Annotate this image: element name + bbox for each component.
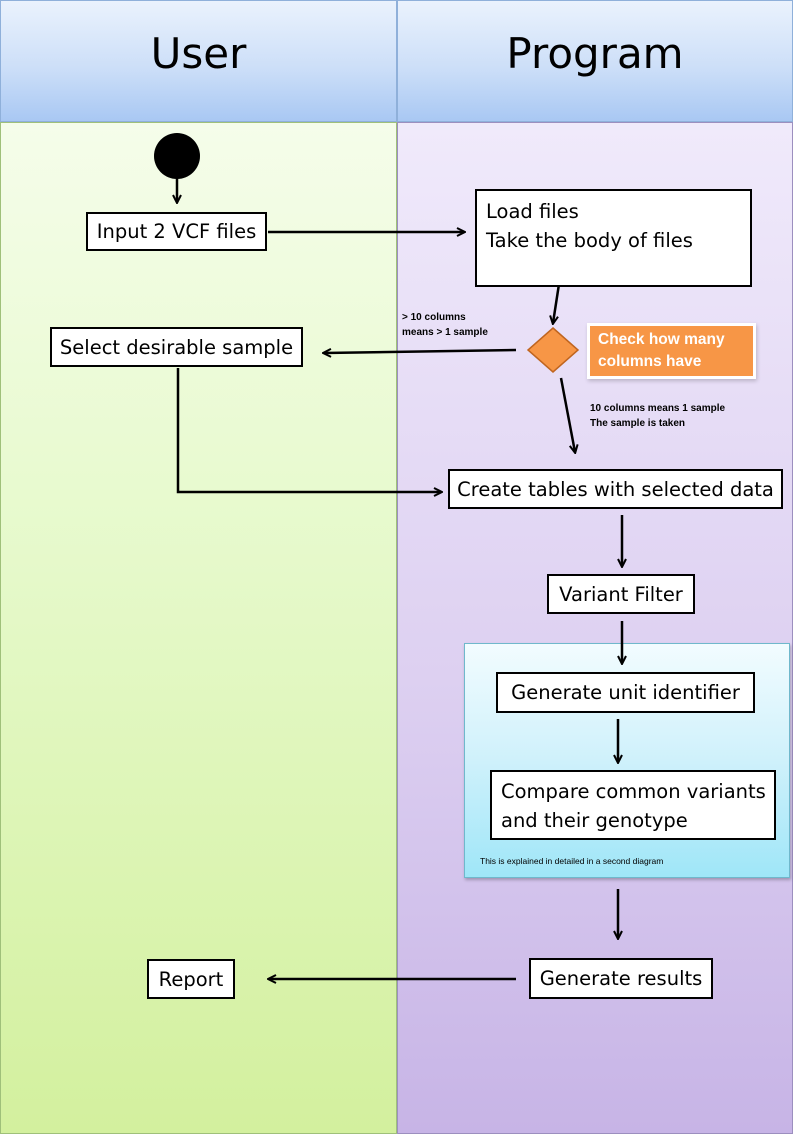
- compare-label-2: and their genotype: [501, 809, 688, 832]
- report-label: Report: [158, 967, 224, 991]
- load-files-label: Load files: [486, 200, 579, 223]
- program-lane-title: Program: [506, 29, 684, 78]
- select-sample-label: Select desirable sample: [59, 335, 294, 359]
- take-body-label: Take the body of files: [486, 229, 693, 252]
- start-node-icon: [154, 133, 200, 179]
- check-columns-callout: Check how many columns have: [590, 326, 753, 376]
- decision-diamond-icon: [526, 327, 580, 373]
- user-lane-title: User: [150, 29, 247, 78]
- input-vcf-label: Input 2 VCF files: [96, 220, 257, 243]
- more-columns-note: > 10 columns means > 1 sample: [402, 312, 488, 338]
- select-sample-box: Select desirable sample: [50, 327, 303, 367]
- generate-uid-box: Generate unit identifier: [496, 672, 755, 713]
- input-vcf-box: Input 2 VCF files: [86, 212, 267, 251]
- arrow-select-to-create: [176, 368, 441, 492]
- create-tables-label: Create tables with selected data: [457, 477, 774, 501]
- generate-uid-label: Generate unit identifier: [511, 681, 740, 704]
- report-box: Report: [147, 959, 235, 999]
- ten-columns-note: 10 columns means 1 sample The sample is …: [590, 403, 726, 429]
- create-tables-box: Create tables with selected data: [448, 469, 783, 509]
- user-lane-header: User: [0, 0, 397, 122]
- generate-results-box: Generate results: [529, 958, 713, 999]
- variant-filter-box: Variant Filter: [547, 574, 695, 614]
- load-files-box: Load files Take the body of files: [475, 189, 752, 287]
- group-note: This is explained in detailed in a secon…: [480, 856, 664, 866]
- arrow-decision-to-select: [324, 350, 517, 353]
- generate-results-label: Generate results: [539, 967, 703, 990]
- arrow-decision-to-create: [559, 377, 575, 452]
- compare-label-1: Compare common variants: [501, 780, 766, 803]
- variant-filter-label: Variant Filter: [559, 582, 683, 606]
- program-lane-header: Program: [397, 0, 793, 122]
- compare-variants-box: Compare common variants and their genoty…: [490, 770, 776, 840]
